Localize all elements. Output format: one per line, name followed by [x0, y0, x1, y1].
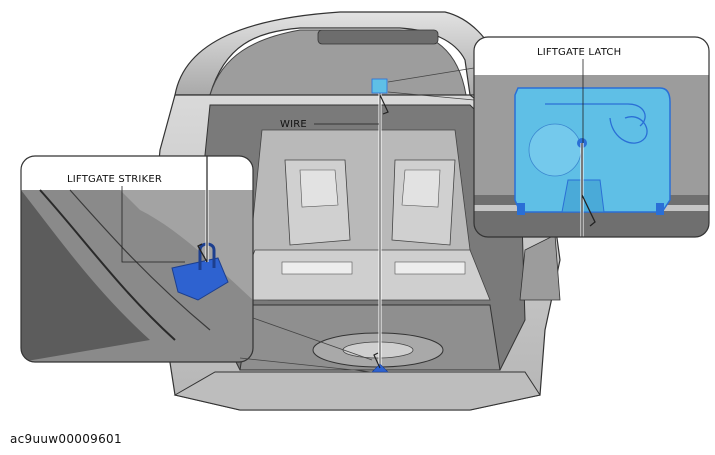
seat-left-back: [299, 169, 339, 208]
wire-tool: [371, 78, 389, 373]
seat-right-back: [401, 169, 441, 208]
striker-label-leader: [121, 186, 185, 263]
striker-inset: LIFTGATE STRIKER: [20, 155, 373, 373]
latch-wire-hook: [581, 194, 596, 227]
taillight-right: [519, 234, 561, 301]
wire-label: WIRE: [280, 119, 307, 130]
liftgate-latch-label: LIFTGATE LATCH: [537, 47, 621, 58]
striker-base: [171, 257, 229, 301]
latch-recess: [528, 123, 582, 177]
latch-bolt-right: [656, 203, 664, 215]
latch-inset: LIFTGATE LATCH: [387, 36, 710, 238]
wire-hook-top: [379, 94, 389, 115]
seat-release-left: [281, 261, 353, 275]
latch-bolt-left: [517, 203, 525, 215]
seat-release-right: [394, 261, 466, 275]
cargo-floor: [234, 249, 491, 301]
latch-inset-frame: [473, 36, 710, 238]
latch-slot-top: [545, 103, 646, 127]
striker-inset-frame: [20, 155, 254, 363]
latch-connector-top: [387, 67, 475, 83]
latch-connector-bottom: [387, 91, 475, 101]
wire-callout: WIRE: [280, 119, 379, 130]
striker-connector-bottom: [239, 357, 373, 373]
striker-connector-top: [252, 317, 373, 361]
vehicle-body: [149, 11, 561, 411]
liftgate-handle-recess: [317, 29, 439, 45]
figure-id: ac9uuw00009601: [10, 432, 122, 446]
latch-slot-curl: [609, 116, 648, 144]
wire-hook-bottom: [373, 352, 381, 369]
latch-marker: [371, 78, 388, 94]
spare-tire-rim: [342, 341, 414, 359]
liftgate-striker-label: LIFTGATE STRIKER: [67, 174, 162, 185]
striker-wire-hook: [197, 243, 208, 263]
rear-bumper: [173, 371, 541, 411]
